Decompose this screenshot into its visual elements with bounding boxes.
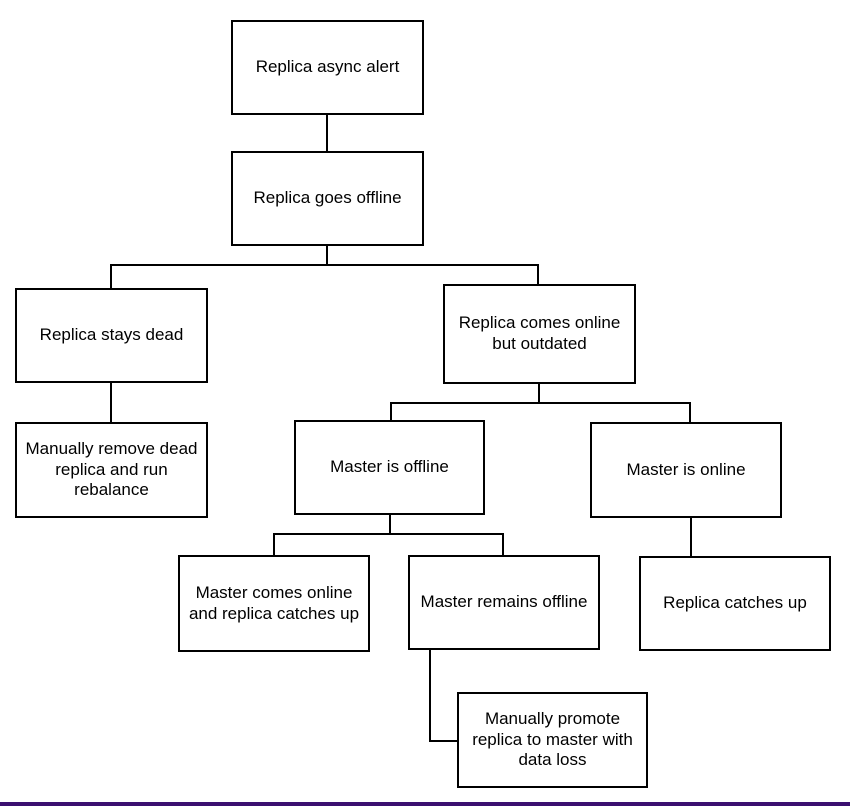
edge-offline-bus [110,264,539,266]
node-master-is-offline[interactable]: Master is offline [294,420,485,515]
node-replica-catches-up[interactable]: Replica catches up [639,556,831,651]
edge-bus-to-master-comes-online [273,533,275,556]
node-replica-goes-offline[interactable]: Replica goes offline [231,151,424,246]
node-master-remains-offline[interactable]: Master remains offline [408,555,600,650]
edge-master-offline-stem [389,514,391,535]
edge-remains-offline-elbow-drop [429,649,431,742]
node-master-comes-online-and-replica-catches-up[interactable]: Master comes online and replica catches … [178,555,370,652]
footer-accent-rule [0,802,850,806]
edge-master-offline-bus [273,533,504,535]
edge-stays-dead-to-remove [110,381,112,423]
node-replica-comes-online-but-outdated[interactable]: Replica comes online but outdated [443,284,636,384]
node-master-is-online[interactable]: Master is online [590,422,782,518]
node-replica-stays-dead[interactable]: Replica stays dead [15,288,208,383]
edge-bus-to-master-online [689,402,691,423]
edge-remains-offline-elbow-run [429,740,459,742]
node-replica-async-alert[interactable]: Replica async alert [231,20,424,115]
edge-outdated-bus [390,402,691,404]
edge-master-online-to-catches-up [690,517,692,557]
edge-bus-to-master-remains-offline [502,533,504,556]
edge-alert-to-offline [326,114,328,152]
edge-outdated-stem [538,383,540,404]
node-manually-promote-replica[interactable]: Manually promote replica to master with … [457,692,648,788]
edge-bus-to-stays-dead [110,264,112,289]
edge-offline-stem [326,245,328,266]
edge-bus-to-master-offline [390,402,392,421]
node-manually-remove-dead-replica[interactable]: Manually remove dead replica and run reb… [15,422,208,518]
edge-bus-to-comes-online [537,264,539,284]
